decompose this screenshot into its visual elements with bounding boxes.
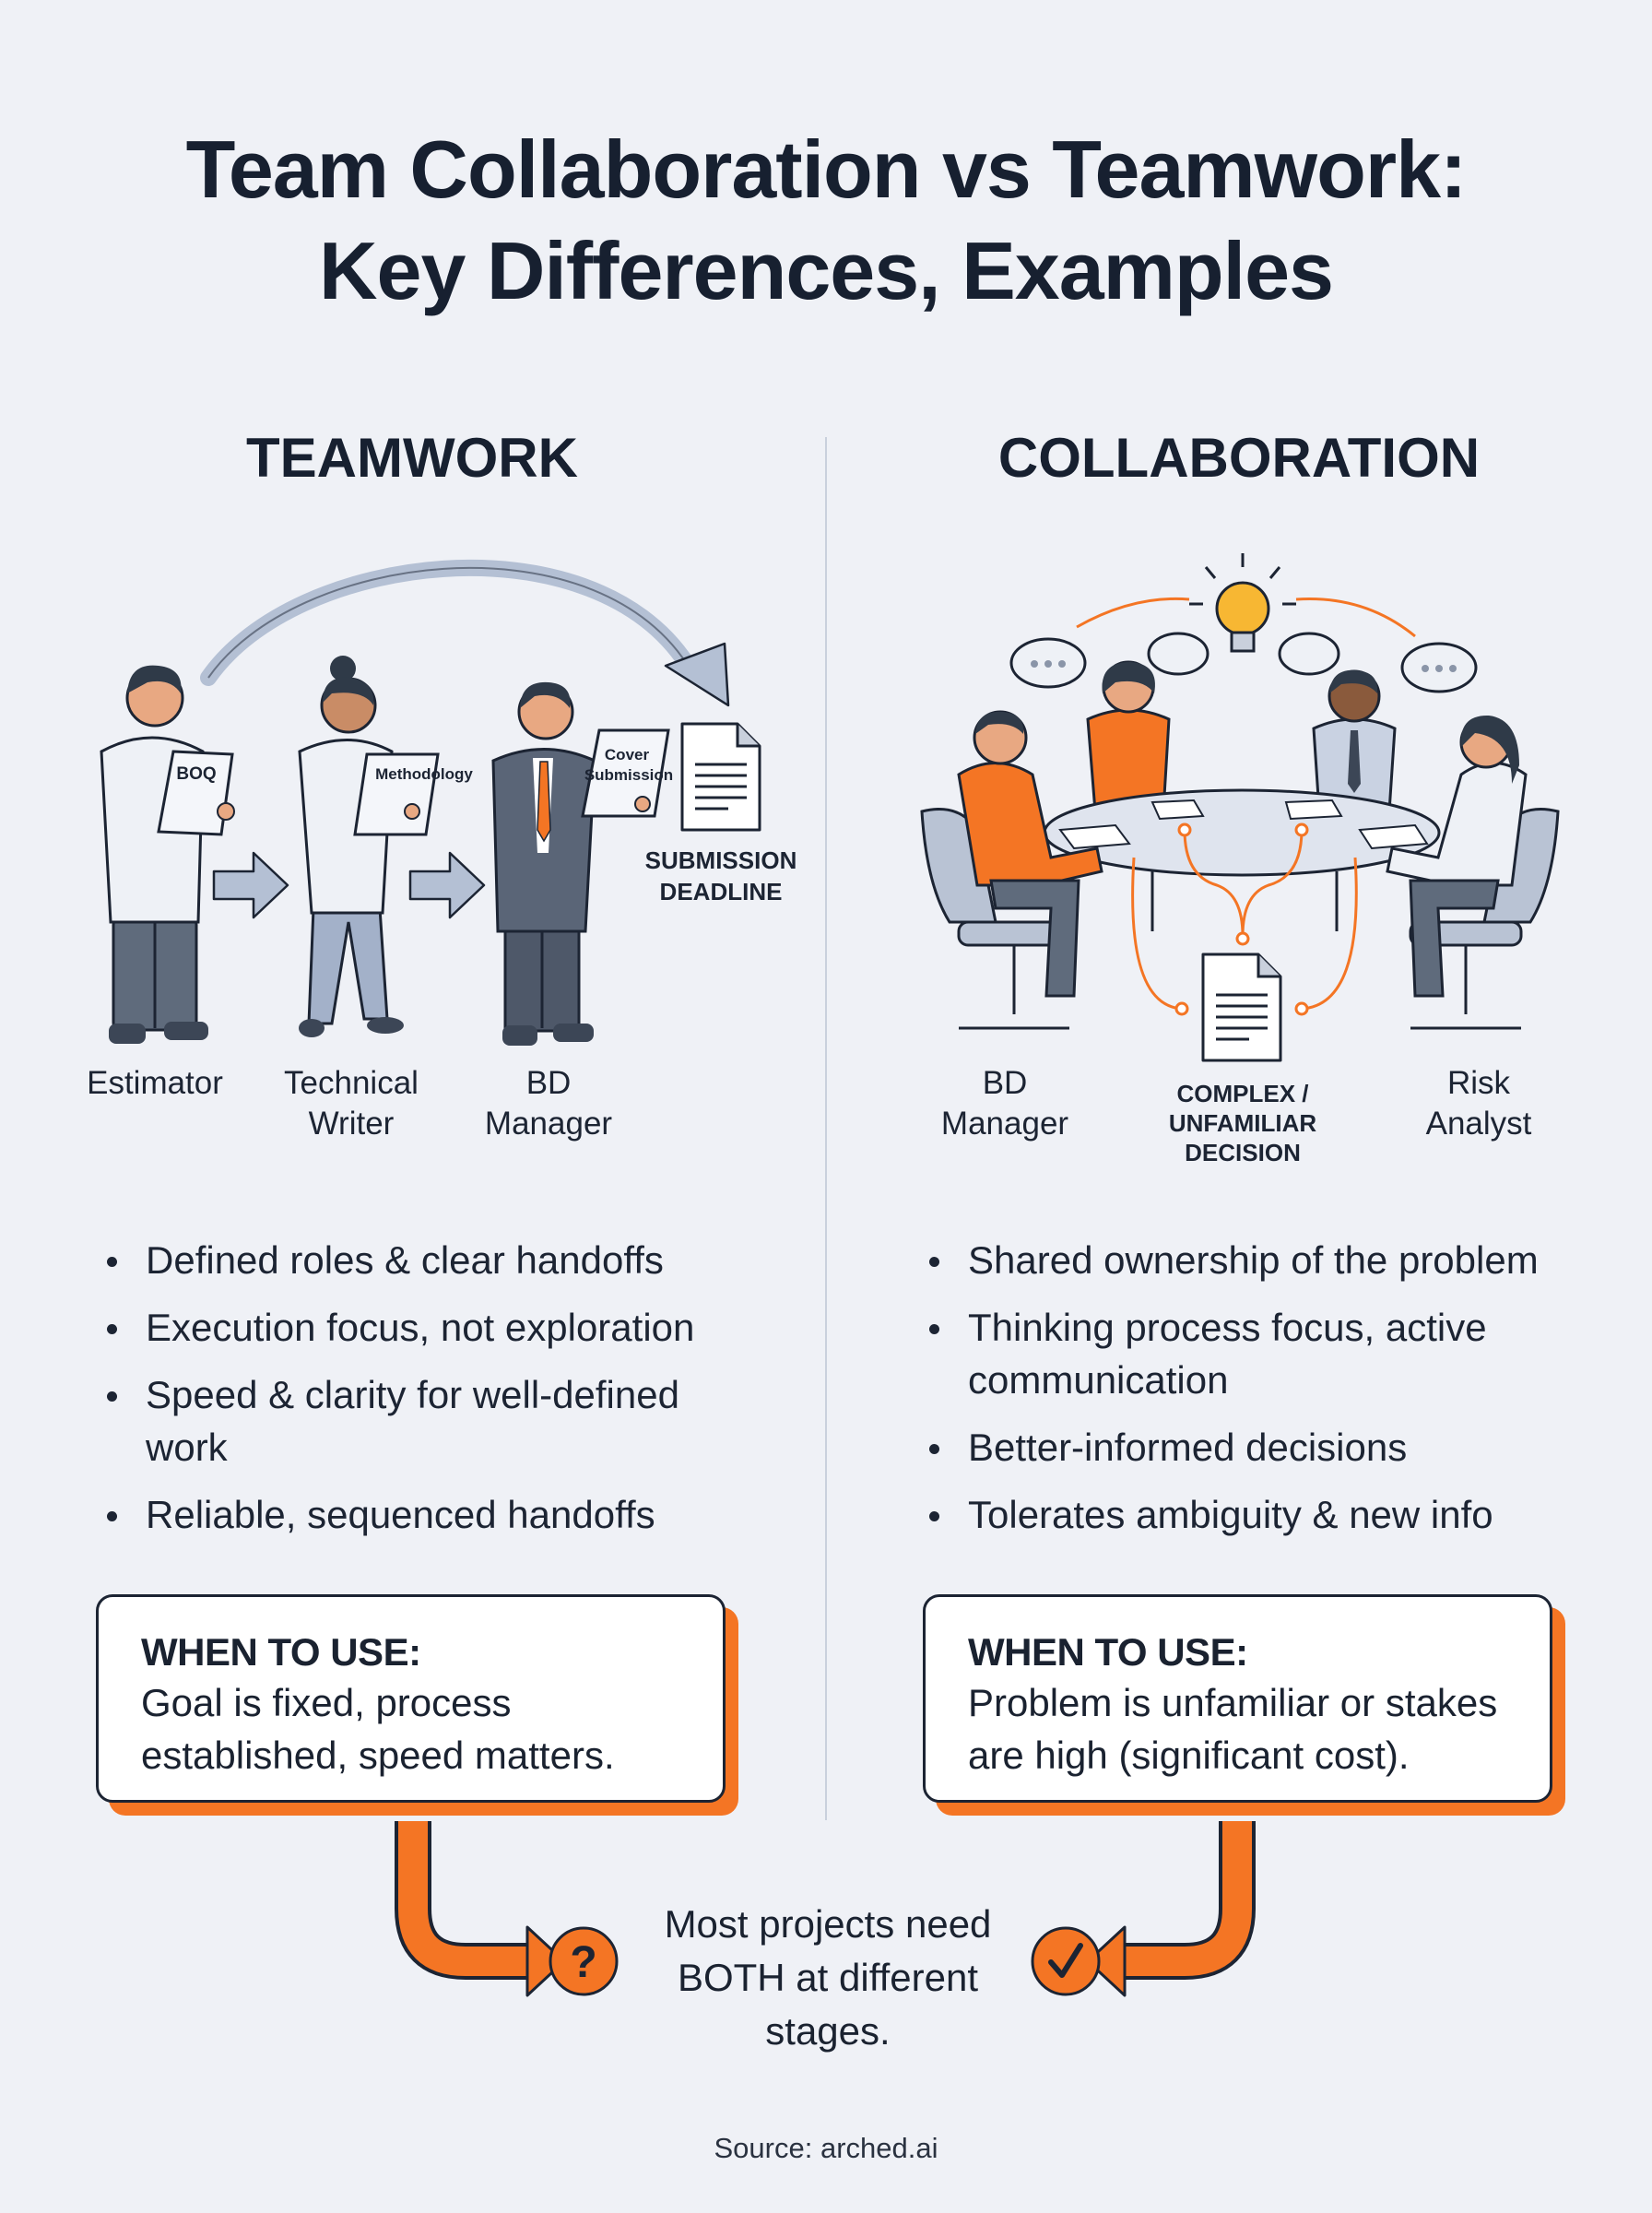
- teamwork-bullets: Defined roles & clear handoffs Execution…: [101, 1234, 728, 1556]
- decision-document-icon: [1201, 953, 1282, 1062]
- bullet-item: Thinking process focus, active communica…: [924, 1301, 1587, 1406]
- person-risk-analyst: [1386, 715, 1528, 998]
- when-to-use-heading: WHEN TO USE:: [968, 1630, 1248, 1674]
- checkmark-icon: [1031, 1926, 1101, 1996]
- when-to-use-line: are high (significant cost).: [968, 1734, 1410, 1777]
- collaboration-heading: COLLABORATION: [997, 427, 1481, 489]
- when-to-use-line: established, speed matters.: [141, 1734, 615, 1777]
- boq-document-label: BOQ: [176, 764, 216, 784]
- bullet-item: Speed & clarity for well-defined work: [101, 1368, 728, 1473]
- collaboration-bullets: Shared ownership of the problem Thinking…: [924, 1234, 1587, 1556]
- technical-writer-figure: Methodology: [298, 656, 473, 1037]
- bullet-item: Tolerates ambiguity & new info: [924, 1488, 1587, 1541]
- bullet-item: Better-informed decisions: [924, 1421, 1587, 1473]
- person-bd-manager: [957, 710, 1103, 998]
- bullet-item: Reliable, sequenced handoffs: [101, 1488, 728, 1541]
- curved-arrow-head: [664, 642, 730, 707]
- source-credit: Source: arched.ai: [714, 2132, 938, 2164]
- idea-arc-left: [1076, 597, 1190, 629]
- bd-manager-figure: Cover Submission: [491, 681, 673, 1046]
- teamwork-heading: TEAMWORK: [246, 427, 578, 489]
- teamwork-when-to-use-card: WHEN TO USE: Goal is fixed, process esta…: [96, 1594, 726, 1803]
- lightbulb-icon: [1189, 553, 1296, 653]
- cover-document-label-1: Cover: [605, 746, 650, 763]
- methodology-document-label: Methodology: [375, 765, 473, 783]
- role-estimator: Estimator: [87, 1065, 223, 1101]
- person-man-tie: [1312, 669, 1397, 813]
- when-to-use-heading: WHEN TO USE:: [141, 1630, 421, 1674]
- column-divider: [825, 437, 827, 1820]
- estimator-figure: BOQ: [100, 665, 235, 1044]
- page-title-line2: Key Differences, Examples: [318, 225, 1334, 316]
- when-to-use-line: Problem is unfamiliar or stakes: [968, 1681, 1498, 1724]
- bullet-item: Shared ownership of the problem: [924, 1234, 1587, 1286]
- handoff-curved-arrow: [200, 559, 695, 686]
- idea-arc-right: [1295, 598, 1416, 638]
- deadline-label-1: SUBMISSION: [645, 846, 797, 874]
- cover-document-label-2: Submission: [584, 766, 673, 784]
- bullet-item: Execution focus, not exploration: [101, 1301, 728, 1354]
- handoff-arrow-2: [408, 851, 486, 919]
- handoff-arrow-1: [212, 851, 289, 919]
- question-mark-icon: ?: [549, 1926, 619, 1996]
- bullet-item: Defined roles & clear handoffs: [101, 1234, 728, 1286]
- when-to-use-line: Goal is fixed, process: [141, 1681, 512, 1724]
- page-title-line1: Team Collaboration vs Teamwork:: [185, 124, 1468, 215]
- person-orange-woman: [1086, 660, 1171, 813]
- decision-connectors: [1131, 829, 1358, 1011]
- svg-text:?: ?: [570, 1938, 596, 1987]
- deadline-label-2: DEADLINE: [660, 878, 783, 905]
- submission-document-icon: [680, 722, 761, 832]
- collaboration-when-to-use-card: WHEN TO USE: Problem is unfamiliar or st…: [923, 1594, 1552, 1803]
